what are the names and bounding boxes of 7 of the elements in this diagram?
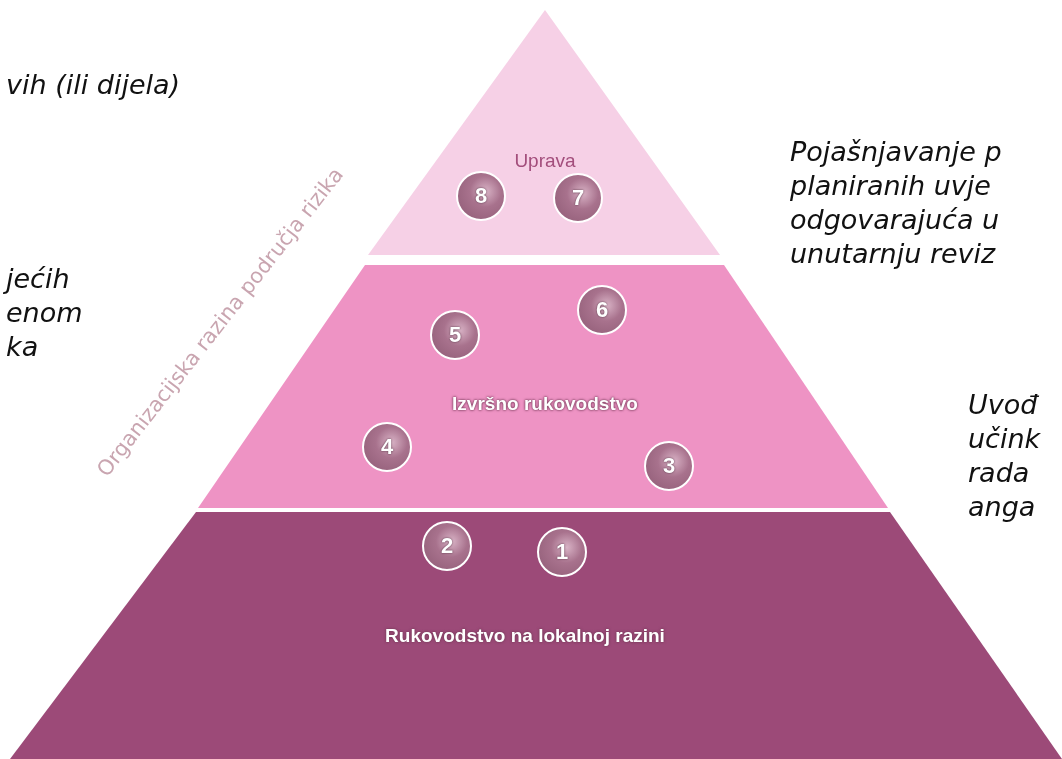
- tier-label: Izvršno rukovodstvo: [452, 393, 638, 415]
- tier-label: Uprava: [514, 150, 576, 172]
- tier-label: Rukovodstvo na lokalnoj razini: [385, 625, 665, 647]
- body-text: Uvođ učink rada anga: [968, 388, 1042, 524]
- body-text: vih (ili dijela): [6, 68, 182, 102]
- body-text: Pojašnjavanje p planiranih uvje odgovarajuća u unutarnju reviz: [790, 135, 1003, 271]
- pyramid-tier: [368, 10, 720, 255]
